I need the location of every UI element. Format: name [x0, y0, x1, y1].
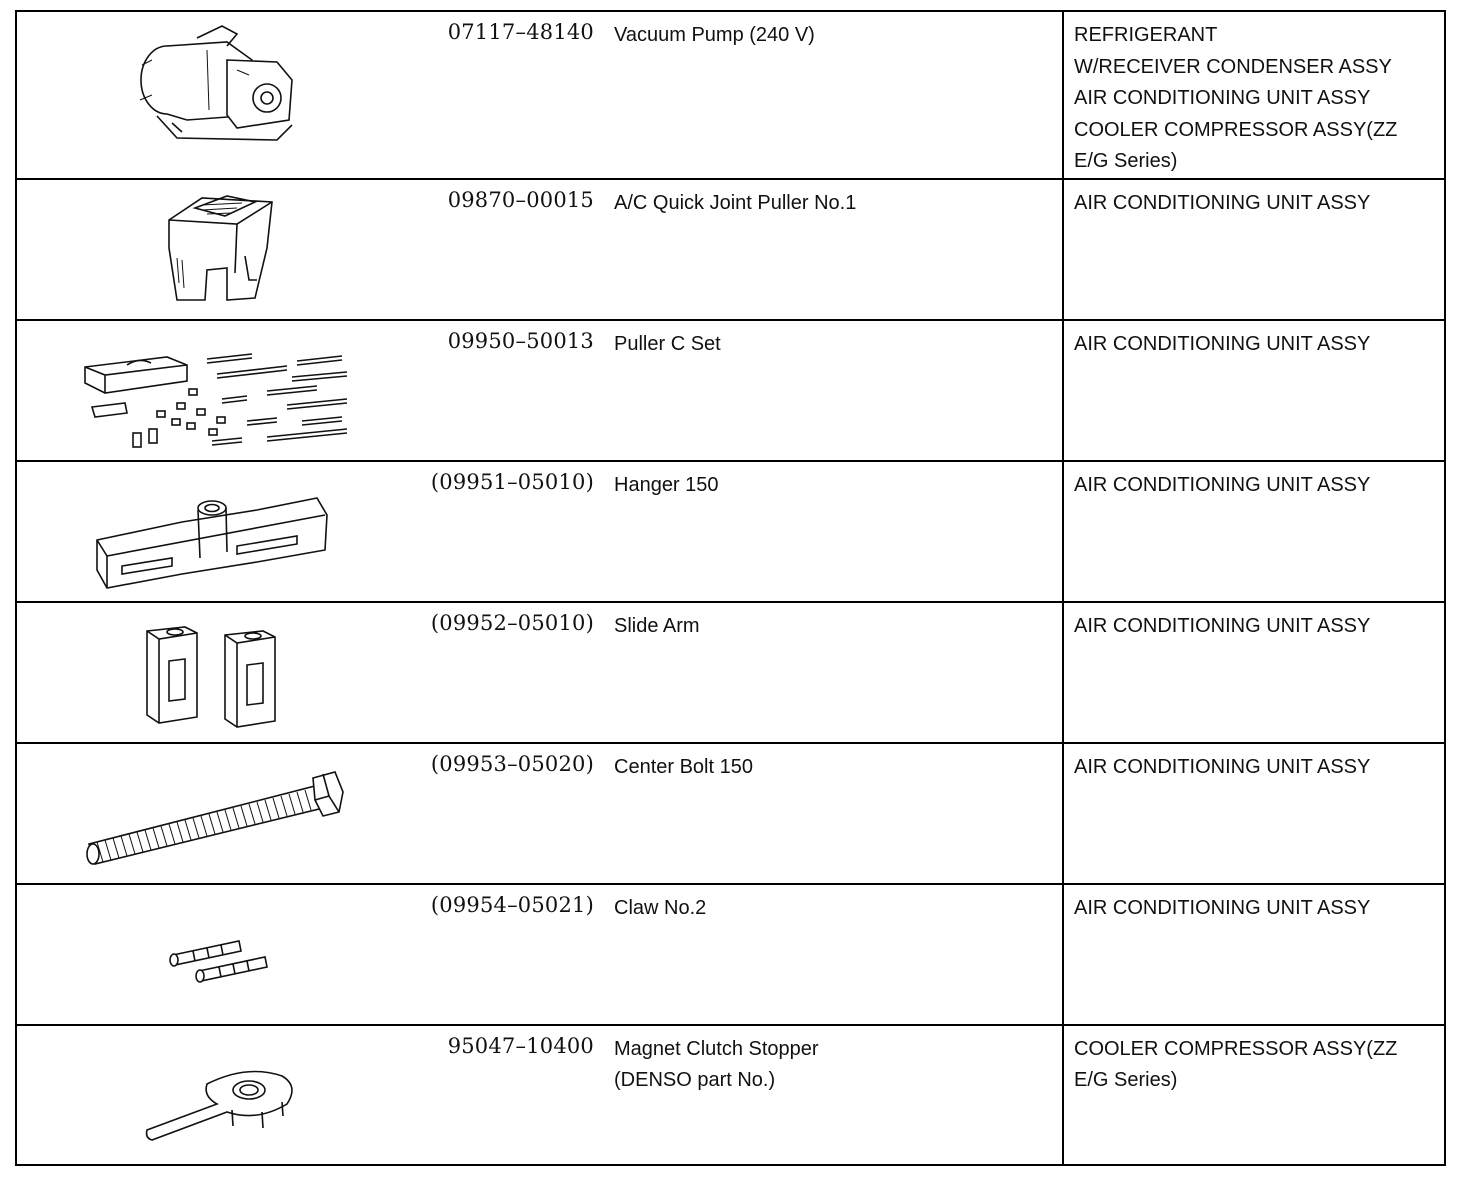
usage-line: W/RECEIVER CONDENSER ASSY: [1074, 55, 1392, 78]
usage-line: E/G Series): [1074, 1069, 1178, 1091]
tool-name: Center Bolt 150: [614, 752, 1054, 783]
tool-cell: 95047–10400 Magnet Clutch Stopper (DENSO…: [15, 1023, 1064, 1166]
tool-name: Claw No.2: [614, 893, 1054, 924]
claw-icon: [77, 893, 377, 1018]
tool-name-line: Puller C Set: [614, 332, 721, 355]
part-number: 09950–50013: [447, 328, 594, 353]
part-number: 95047–10400: [447, 1033, 594, 1058]
tool-name: Magnet Clutch Stopper (DENSO part No.): [614, 1034, 1054, 1096]
tool-name: A/C Quick Joint Puller No.1: [614, 188, 1054, 219]
quick-joint-puller-icon: [77, 188, 377, 313]
table-row: (09954–05021) Claw No.2 AIR CONDITIONING…: [15, 882, 1446, 1026]
table-row: 09950–50013 Puller C Set AIR CONDITIONIN…: [15, 318, 1446, 462]
table-row: 95047–10400 Magnet Clutch Stopper (DENSO…: [15, 1023, 1446, 1166]
usage-line: AIR CONDITIONING UNIT ASSY: [1074, 191, 1371, 214]
tool-name-line: Claw No.2: [614, 896, 707, 919]
tool-name: Vacuum Pump (240 V): [614, 20, 1054, 51]
tool-cell: 09950–50013 Puller C Set: [15, 318, 1064, 462]
usage-cell: AIR CONDITIONING UNIT ASSY: [1062, 318, 1446, 462]
tool-cell: 07117–48140 Vacuum Pump (240 V): [15, 10, 1064, 180]
part-number: (09952–05010): [430, 610, 594, 635]
part-number: (09951–05010): [430, 469, 594, 494]
usage-line: AIR CONDITIONING UNIT ASSY: [1074, 87, 1371, 109]
vacuum-pump-icon: [77, 20, 377, 145]
tool-name: Slide Arm: [614, 611, 1054, 642]
tool-cell: (09952–05010) Slide Arm: [15, 600, 1064, 744]
tool-name-line: Hanger 150: [614, 473, 719, 496]
tool-name-line: Magnet Clutch Stopper: [614, 1037, 819, 1060]
puller-set-icon: [77, 329, 377, 454]
table-row: 09870–00015 A/C Quick Joint Puller No.1 …: [15, 177, 1446, 321]
table-row: (09952–05010) Slide Arm AIR CONDITIONING…: [15, 600, 1446, 744]
usage-line: AIR CONDITIONING UNIT ASSY: [1074, 332, 1371, 355]
usage-cell: COOLER COMPRESSOR ASSY(ZZ E/G Series): [1062, 1023, 1446, 1166]
tool-name-line: Slide Arm: [614, 614, 700, 637]
tool-name: Puller C Set: [614, 329, 1054, 360]
usage-line: AIR CONDITIONING UNIT ASSY: [1074, 755, 1371, 778]
usage-cell: AIR CONDITIONING UNIT ASSY: [1062, 600, 1446, 744]
special-tools-table: 07117–48140 Vacuum Pump (240 V) REFRIGER…: [15, 10, 1446, 1166]
tool-cell: 09870–00015 A/C Quick Joint Puller No.1: [15, 177, 1064, 321]
hanger-icon: [77, 470, 377, 595]
usage-cell: AIR CONDITIONING UNIT ASSY: [1062, 741, 1446, 885]
usage-line: REFRIGERANT: [1074, 24, 1218, 46]
usage-line: AIR CONDITIONING UNIT ASSY: [1074, 473, 1371, 496]
usage-line: AIR CONDITIONING UNIT ASSY: [1074, 614, 1371, 637]
part-number: 09870–00015: [447, 187, 594, 212]
usage-cell: AIR CONDITIONING UNIT ASSY: [1062, 177, 1446, 321]
tool-cell: (09954–05021) Claw No.2: [15, 882, 1064, 1026]
usage-cell: AIR CONDITIONING UNIT ASSY: [1062, 459, 1446, 603]
tool-cell: (09951–05010) Hanger 150: [15, 459, 1064, 603]
tool-cell: (09953–05020) Center Bolt 150: [15, 741, 1064, 885]
usage-line: AIR CONDITIONING UNIT ASSY: [1074, 896, 1371, 919]
part-number: (09953–05020): [430, 751, 594, 776]
part-number: 07117–48140: [447, 20, 594, 44]
table-row: 07117–48140 Vacuum Pump (240 V) REFRIGER…: [15, 10, 1446, 180]
magnet-clutch-stopper-icon: [77, 1034, 377, 1159]
usage-line: E/G Series): [1074, 150, 1178, 172]
tool-name-line: (DENSO part No.): [614, 1068, 776, 1091]
usage-cell: REFRIGERANT W/RECEIVER CONDENSER ASSY AI…: [1062, 10, 1446, 180]
usage-line: COOLER COMPRESSOR ASSY(ZZ: [1074, 1037, 1398, 1060]
usage-line: COOLER COMPRESSOR ASSY(ZZ: [1074, 118, 1398, 141]
tool-name-line: Center Bolt 150: [614, 755, 753, 778]
usage-cell: AIR CONDITIONING UNIT ASSY: [1062, 882, 1446, 1026]
part-number: (09954–05021): [430, 892, 594, 917]
tool-name-line: Vacuum Pump (240 V): [614, 24, 815, 46]
center-bolt-icon: [77, 752, 377, 877]
tool-name-line: A/C Quick Joint Puller No.1: [614, 191, 857, 214]
tool-name: Hanger 150: [614, 470, 1054, 501]
slide-arm-icon: [77, 611, 377, 736]
table-row: (09951–05010) Hanger 150 AIR CONDITIONIN…: [15, 459, 1446, 603]
table-row: (09953–05020) Center Bolt 150 AIR CONDIT…: [15, 741, 1446, 885]
